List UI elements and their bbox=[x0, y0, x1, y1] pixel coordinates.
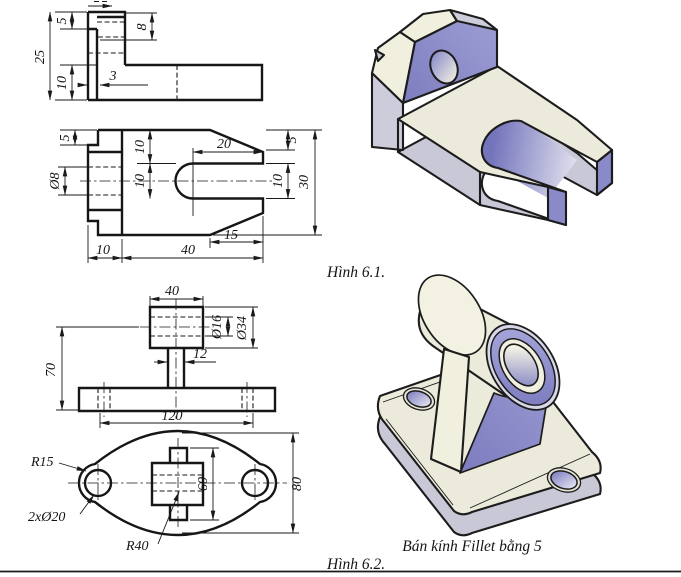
part1-iso-left-notch bbox=[373, 48, 386, 63]
dim-10b-label: 10 bbox=[133, 174, 148, 188]
leader-2xdia20 bbox=[79, 494, 95, 515]
dim-8-label: 8 bbox=[135, 24, 150, 31]
dim-40-label: 40 bbox=[181, 243, 195, 258]
dim-70-label: 70 bbox=[44, 363, 59, 377]
part2-front-hidden-lines bbox=[97, 316, 254, 411]
figure1-caption: Hình 6.1. bbox=[326, 264, 385, 281]
part1-top-view: 5 Ø8 10 10 20 5 10 30 15 10 40 bbox=[48, 128, 322, 263]
part2-plan-extension-lines bbox=[182, 432, 299, 534]
dim-20-label: 20 bbox=[217, 137, 231, 152]
part2-iso-right-hole bbox=[550, 470, 578, 490]
part1-iso-front-prong-end-face bbox=[546, 185, 568, 227]
part1-iso-cap-side-face bbox=[448, 8, 499, 32]
label-r15: R15 bbox=[30, 455, 54, 470]
fillet-note: Bán kính Fillet bằng 5 bbox=[402, 538, 542, 555]
dim-dia16-label: Ø16 bbox=[210, 315, 225, 340]
dim-30-label: 30 bbox=[297, 175, 312, 190]
label-r40: R40 bbox=[125, 539, 149, 554]
part2-plan-outline bbox=[77, 429, 278, 537]
part2-iso-left-hole bbox=[406, 390, 432, 408]
part2-plan-hidden-lines bbox=[152, 474, 203, 492]
dim-3-label: 3 bbox=[109, 69, 117, 84]
part1-iso-slot-wall bbox=[479, 117, 577, 198]
dim-dia8-label: Ø8 bbox=[48, 172, 63, 190]
dim-12-label: 12 bbox=[193, 347, 207, 362]
part2-front-outline bbox=[77, 305, 277, 413]
part1-iso-lug-hole bbox=[429, 49, 459, 85]
part2-front-view: 40 Ø16 Ø34 12 70 120 bbox=[44, 284, 277, 428]
part2-plan-centerlines bbox=[68, 438, 287, 528]
label-2xdia20: 2xØ20 bbox=[28, 510, 65, 525]
part2-iso-rib bbox=[429, 347, 471, 474]
part1-side-view: 25 5 10 8 3 bbox=[33, 1, 264, 102]
part1-side-outline bbox=[86, 10, 264, 102]
dim-dia34-label: Ø34 bbox=[235, 316, 250, 341]
dim-10-right-label: 10 bbox=[271, 174, 286, 188]
dim-25-label: 25 bbox=[33, 50, 48, 64]
part1-isometric-view bbox=[370, 8, 614, 227]
part1-side-hidden-lines bbox=[88, 21, 178, 100]
dim-5-right-label: 5 bbox=[285, 137, 300, 144]
dim-10-bottom-label: 10 bbox=[96, 243, 110, 258]
figure2-caption: Hình 6.2. bbox=[326, 556, 385, 573]
dim-40-top-label: 40 bbox=[165, 284, 179, 299]
part1-top-hidden-lines bbox=[88, 166, 122, 196]
part2-iso-cylinder-back-face bbox=[417, 274, 487, 356]
dim-80-label: 80 bbox=[290, 477, 305, 491]
part2-plan-view: 60 80 R15 2xØ20 R40 bbox=[28, 429, 305, 554]
part2-iso-bore bbox=[503, 343, 539, 387]
dim-60-label: 60 bbox=[196, 477, 211, 491]
part1-iso-corner-edges bbox=[396, 117, 614, 207]
part2-isometric-view bbox=[376, 274, 602, 537]
part1-top-outline bbox=[86, 128, 265, 237]
dim-120-label: 120 bbox=[162, 409, 183, 424]
dim-5-label: 5 bbox=[55, 18, 70, 25]
leader-r40 bbox=[157, 491, 180, 545]
part2-front-centerlines bbox=[103, 299, 248, 419]
dim-15-label: 15 bbox=[224, 228, 238, 243]
dim-10a-label: 10 bbox=[133, 140, 148, 154]
dim-5-left-label: 5 bbox=[58, 135, 73, 142]
dim-10-label: 10 bbox=[55, 76, 70, 90]
leader-r15 bbox=[58, 462, 87, 472]
